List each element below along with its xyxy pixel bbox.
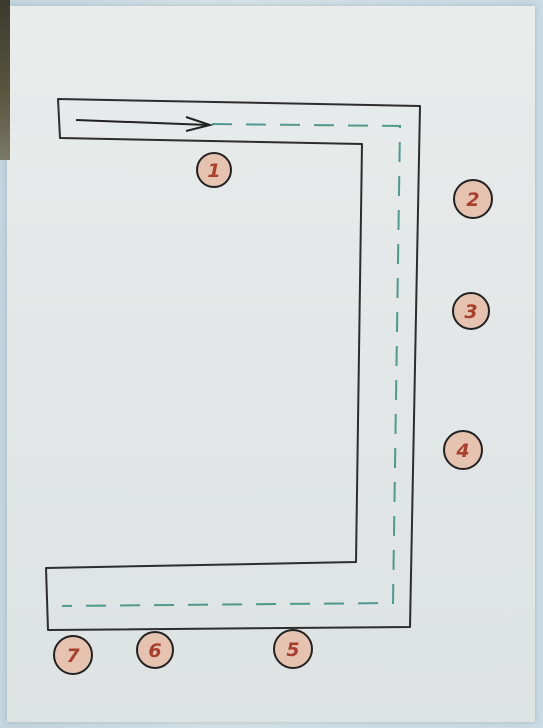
marker-3: 3	[453, 293, 489, 329]
marker-5-label: 5	[286, 639, 299, 661]
marker-7-label: 7	[66, 645, 80, 667]
arrow-right-icon	[76, 117, 210, 131]
marker-6: 6	[137, 632, 173, 668]
marker-3-label: 3	[464, 301, 477, 323]
marker-2-label: 2	[466, 189, 479, 211]
marker-4: 4	[444, 431, 482, 469]
route-dashed-path	[62, 124, 400, 606]
marker-2: 2	[454, 180, 492, 218]
corridor-outline	[46, 99, 420, 630]
marker-6-label: 6	[148, 640, 161, 662]
marker-1-label: 1	[207, 160, 220, 182]
marker-7: 7	[54, 636, 92, 674]
marker-5: 5	[274, 630, 312, 668]
marker-4-label: 4	[455, 440, 469, 462]
marker-1: 1	[197, 153, 231, 187]
